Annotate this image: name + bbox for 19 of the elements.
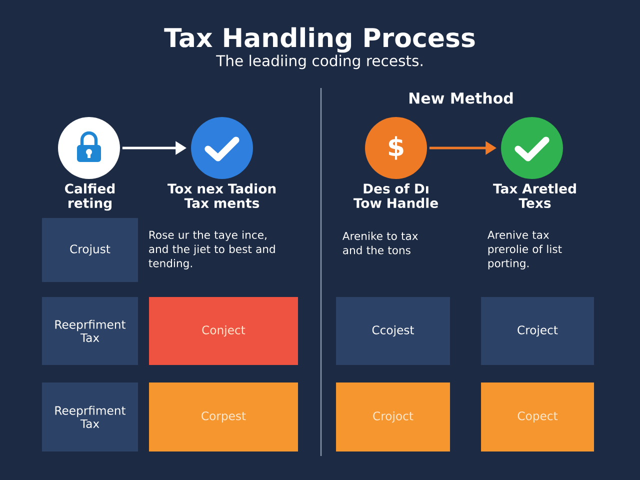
description-text: Arenike to tax and the tons [342,232,418,254]
node-caption: Tax Aretled Texs [493,183,576,208]
process-box: Croject [481,297,594,365]
description-text: Rose ur the taye ince, and the jiet to best and tending. [148,230,275,270]
node-caption: Calfied reting [65,183,115,211]
node-caption: Des of Dı Tow Handle [353,183,438,208]
process-box: Crojust [42,218,138,282]
process-box: Ccojest [336,297,450,365]
title: Tax Handling Process [164,27,475,53]
process-box: Copect [481,382,594,452]
process-box: Reeprfiment Tax [42,382,138,452]
process-box: Conject [149,297,298,365]
description-text: Arenive tax prerolie of list porting. [488,230,562,270]
process-box: Crojoct [336,382,450,452]
subtitle: The leadiing coding recests. [216,54,422,70]
section-heading: New Method [410,92,513,104]
process-box: Reeprfiment Tax [42,297,138,365]
node-caption: Tox nex Tadion Tax ments [168,183,276,208]
process-box: Corpest [149,382,298,452]
